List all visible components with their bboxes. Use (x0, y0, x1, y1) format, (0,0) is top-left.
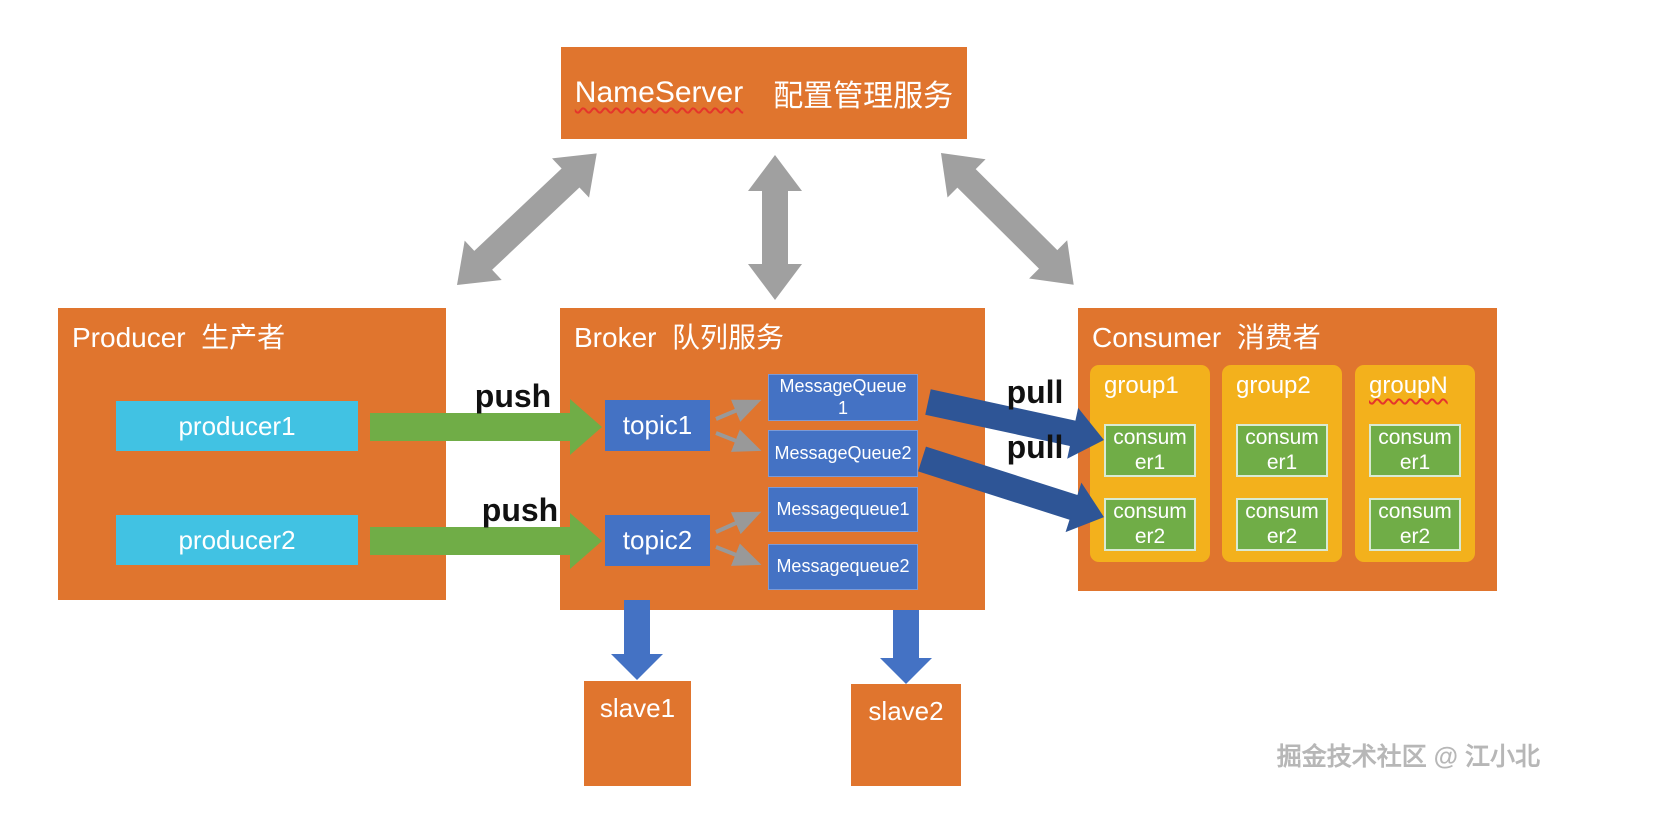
slave1-label: slave1 (599, 693, 676, 723)
producer1-label: producer1 (178, 410, 296, 441)
nameserver-title: NameServer (574, 76, 744, 109)
consumer-groupN: groupN consumer1 consumer2 (1355, 365, 1475, 562)
group1-consumer1-label: consumer1 (1113, 426, 1187, 474)
watermark: 掘金技术社区 @ 江小北 (1276, 743, 1540, 771)
producer1-node: producer1 (116, 401, 358, 451)
consumer-box: Consumer 消费者 group1 consumer1 consumer2 … (1078, 308, 1497, 591)
messagequeue2-label: MessageQueue2 (774, 442, 912, 463)
group2-consumer1: consumer1 (1236, 424, 1328, 477)
group1-title: group1 (1104, 372, 1179, 399)
producer-title: Producer 生产者 (72, 322, 286, 353)
slave1-box: slave1 (584, 681, 691, 786)
messagequeue4-node: Messagequeue2 (768, 544, 918, 590)
topic1-label: topic1 (622, 410, 693, 440)
nameserver-subtitle: 配置管理服务 (773, 80, 954, 113)
topic2-node: topic2 (605, 515, 710, 566)
broker-slave2-arrow (880, 610, 932, 684)
group2-consumer1-label: consumer1 (1245, 426, 1319, 474)
group2-consumer2: consumer2 (1236, 498, 1328, 551)
producer2-label: producer2 (178, 524, 296, 555)
groupN-consumer1-label: consumer1 (1378, 426, 1452, 474)
slave2-label: slave2 (868, 696, 944, 726)
messagequeue4-label: Messagequeue2 (776, 556, 910, 577)
group1-consumer2: consumer2 (1104, 498, 1196, 551)
broker-slave1-arrow (611, 600, 663, 680)
pull-label-bottom: pull (1006, 429, 1064, 465)
broker-box: Broker 队列服务 topic1 topic2 MessageQueue 1… (560, 308, 985, 610)
consumer-group1: group1 consumer1 consumer2 (1090, 365, 1210, 562)
group2-consumer2-label: consumer2 (1245, 500, 1319, 548)
group2-title: group2 (1236, 372, 1311, 399)
pull-label-top: pull (1006, 374, 1064, 410)
group1-consumer1: consumer1 (1104, 424, 1196, 477)
groupN-consumer2-label: consumer2 (1378, 500, 1452, 548)
groupN-title: groupN (1369, 372, 1448, 399)
producer-box: Producer 生产者 producer1 producer2 (58, 308, 446, 600)
producer2-node: producer2 (116, 515, 358, 565)
push-label-bottom: push (481, 492, 559, 528)
slave2-box: slave2 (851, 684, 961, 786)
messagequeue3-node: Messagequeue1 (768, 487, 918, 532)
group1-consumer2-label: consumer2 (1113, 500, 1187, 548)
broker-title: Broker 队列服务 (574, 322, 785, 353)
push-label-top: push (474, 378, 552, 414)
nameserver-producer-double-arrow (457, 153, 597, 285)
groupN-consumer1: consumer1 (1369, 424, 1461, 477)
nameserver-broker-double-arrow (748, 155, 802, 300)
topic1-node: topic1 (605, 400, 710, 451)
messagequeue2-node: MessageQueue2 (768, 430, 918, 477)
messagequeue1-label: MessageQueue 1 (779, 375, 907, 418)
groupN-consumer2: consumer2 (1369, 498, 1461, 551)
consumer-group2: group2 consumer1 consumer2 (1222, 365, 1342, 562)
nameserver-consumer-double-arrow (941, 153, 1074, 285)
messagequeue1-node: MessageQueue 1 (768, 374, 918, 421)
messagequeue3-label: Messagequeue1 (776, 498, 910, 519)
consumer-title: Consumer 消费者 (1092, 322, 1321, 353)
topic2-label: topic2 (622, 525, 693, 555)
nameserver-box: NameServer 配置管理服务 (561, 47, 967, 139)
